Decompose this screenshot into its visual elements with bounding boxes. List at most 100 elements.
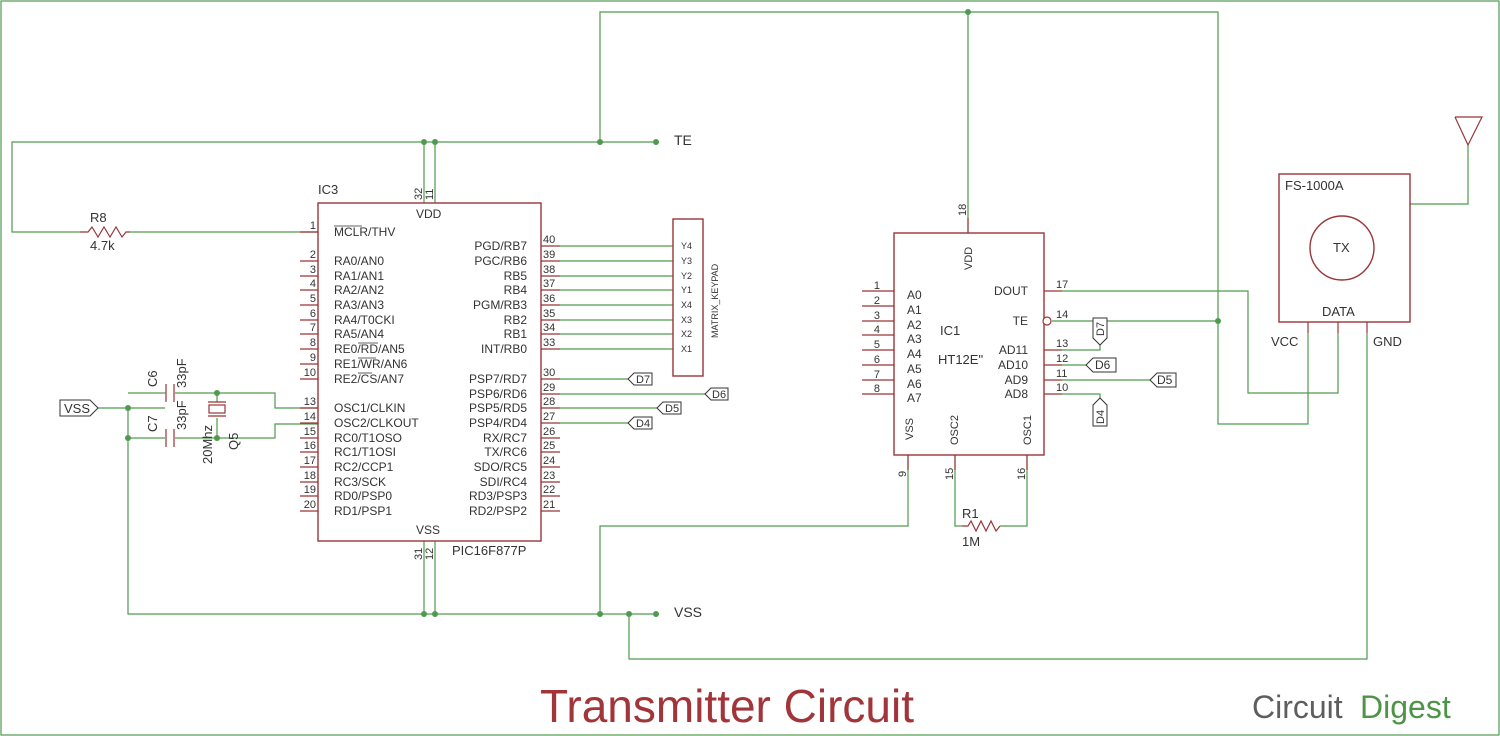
ic1-pin-10-label: AD8 bbox=[1005, 387, 1029, 401]
ic3-pin-5-label: RA3/AN3 bbox=[334, 298, 384, 312]
ic1-pin-5-number: 5 bbox=[874, 339, 880, 351]
ic1-pin-3-number: 3 bbox=[874, 310, 880, 322]
ic1-pin-12-label: AD10 bbox=[998, 358, 1028, 372]
ic1-part: HT12E" bbox=[938, 352, 983, 367]
ic3-pin-33-number: 33 bbox=[543, 337, 555, 349]
keypad-pin-y1: Y1 bbox=[681, 285, 692, 295]
keypad-pin-x3: X3 bbox=[681, 315, 692, 325]
ic1-pin-10-number: 10 bbox=[1056, 382, 1068, 394]
ic1-pin-17-number: 17 bbox=[1056, 279, 1068, 291]
ic3-pin-6-label: RA4/T0CKI bbox=[334, 313, 395, 327]
keypad-pin-x4: X4 bbox=[681, 300, 692, 310]
ic3-pin-6-number: 6 bbox=[310, 308, 316, 320]
ic1-pin-13-label: AD11 bbox=[999, 343, 1028, 357]
ic3-pin-10-label: RE2/CS/AN7 bbox=[334, 372, 404, 386]
ic3-pin-33-label: INT/RB0 bbox=[481, 342, 527, 356]
ic1-pin-11-label: AD9 bbox=[1005, 373, 1029, 387]
ic3-pin-27-number: 27 bbox=[543, 411, 555, 423]
ic3-right-pins: 40PGD/RB739PGC/RB638RB537RB436PGM/RB335R… bbox=[469, 234, 560, 518]
ic1-port-d4: D4 bbox=[1095, 410, 1107, 424]
svg-text:15: 15 bbox=[944, 468, 956, 480]
ic1-pin-2-number: 2 bbox=[874, 295, 880, 307]
ic3-vdd: VDD bbox=[416, 207, 442, 221]
r1-ref: R1 bbox=[962, 506, 979, 521]
tx-vcc-pin: VCC bbox=[1271, 334, 1298, 349]
ic1-pin-12-number: 12 bbox=[1056, 353, 1068, 365]
ic3-pin-13-label: OSC1/CLKIN bbox=[334, 401, 405, 415]
ic3-pin-37-number: 37 bbox=[543, 278, 555, 290]
ic3-pin-34-label: RB1 bbox=[504, 327, 528, 341]
ic3-pin-3-number: 3 bbox=[310, 264, 316, 276]
tx-label: TX bbox=[1333, 240, 1350, 255]
ic3-pin-34-number: 34 bbox=[543, 322, 555, 334]
antenna-icon bbox=[1454, 116, 1483, 147]
ic1-pin-1-number: 1 bbox=[874, 280, 880, 292]
ic3-pin-4-number: 4 bbox=[310, 278, 316, 290]
ic3-pin-8-label: RE0/RD/AN5 bbox=[334, 342, 405, 356]
ic3-pin-21-number: 21 bbox=[543, 499, 555, 511]
ic3-pin-23-number: 23 bbox=[543, 470, 555, 482]
ic3-pin-25-number: 25 bbox=[543, 440, 555, 452]
ic1-pin-17-label: DOUT bbox=[994, 284, 1029, 298]
svg-text:32: 32 bbox=[413, 188, 425, 200]
ic1-pin-1-label: A0 bbox=[907, 288, 922, 302]
ic3-port-d6: D6 bbox=[712, 389, 726, 401]
ic1-pin-7-label: A6 bbox=[907, 377, 922, 391]
ic3-pin-21-label: RD2/PSP2 bbox=[469, 504, 527, 518]
ic3-pin-15-label: RC0/T1OSO bbox=[334, 431, 402, 445]
ic1-pin-6-number: 6 bbox=[874, 354, 880, 366]
ic3-pin-20-number: 20 bbox=[304, 499, 316, 511]
te-net-label: TE bbox=[674, 132, 692, 148]
ic3-pin-9-label: RE1/WR/AN6 bbox=[334, 357, 408, 371]
ic1-pin-4-number: 4 bbox=[874, 324, 880, 336]
r8-value: 4.7k bbox=[90, 238, 115, 253]
ic3-vss: VSS bbox=[416, 523, 440, 537]
ic3-pin-4-label: RA2/AN2 bbox=[334, 283, 384, 297]
ic3-pin-29-number: 29 bbox=[543, 382, 555, 394]
ic3-pin-35-number: 35 bbox=[543, 308, 555, 320]
svg-text:18: 18 bbox=[957, 204, 969, 216]
ic1-ht12e: IC1 HT12E" VDD VSS OSC2 OSC1 18 9 15 16 … bbox=[862, 204, 1068, 480]
keypad-label: MATRIX_KEYPAD bbox=[710, 263, 720, 338]
ic1-vdd: VDD bbox=[963, 247, 975, 270]
ic3-pin-18-label: RC3/SCK bbox=[334, 475, 386, 489]
q5-ref: Q5 bbox=[226, 433, 241, 450]
ic1-ref: IC1 bbox=[940, 323, 960, 338]
ic1-pin-8-number: 8 bbox=[874, 383, 880, 395]
logo-right: Digest bbox=[1360, 689, 1451, 725]
ic3-pin-36-number: 36 bbox=[543, 293, 555, 305]
ic1-pin-14-number: 14 bbox=[1056, 309, 1068, 321]
ic1-pin-3-label: A2 bbox=[907, 318, 922, 332]
ic3-pin-2-number: 2 bbox=[310, 249, 316, 261]
ic3-pin-39-label: PGC/RB6 bbox=[474, 254, 527, 268]
ic3-pin-37-label: RB4 bbox=[504, 283, 528, 297]
keypad-pin-y3: Y3 bbox=[681, 256, 692, 266]
ic1-port-d6: D6 bbox=[1095, 358, 1111, 372]
tx-data-pin: DATA bbox=[1322, 304, 1355, 319]
c6-ref: C6 bbox=[145, 370, 160, 387]
c7-value: 33pF bbox=[174, 400, 189, 430]
ic3-pin-16-label: RC1/T1OSI bbox=[334, 445, 396, 459]
ic1-pin-4-label: A3 bbox=[907, 332, 922, 346]
ic1-vss: VSS bbox=[904, 418, 916, 440]
ic3-pin-9-number: 9 bbox=[310, 352, 316, 364]
c7-ref: C7 bbox=[145, 415, 160, 432]
ic3-pin-30-label: PSP7/RD7 bbox=[469, 372, 527, 386]
ic1-port-d7: D7 bbox=[1095, 322, 1107, 336]
ic1-ports: D7 D6 D5 D4 bbox=[1085, 317, 1177, 427]
c6-capacitor: C6 33pF bbox=[145, 358, 189, 402]
ic3-pin-5-number: 5 bbox=[310, 293, 316, 305]
ic3-pin-30-number: 30 bbox=[543, 367, 555, 379]
ic3-pin-40-number: 40 bbox=[543, 234, 555, 246]
ic1-pin-8-label: A7 bbox=[907, 391, 922, 405]
ic3-pin-1-label: MCLR/THV bbox=[334, 225, 395, 239]
svg-text:12: 12 bbox=[424, 548, 436, 560]
ic3-pin-26-number: 26 bbox=[543, 426, 555, 438]
ic3-part: PIC16F877P bbox=[452, 543, 526, 558]
r8-resistor: R8 4.7k bbox=[80, 210, 130, 253]
